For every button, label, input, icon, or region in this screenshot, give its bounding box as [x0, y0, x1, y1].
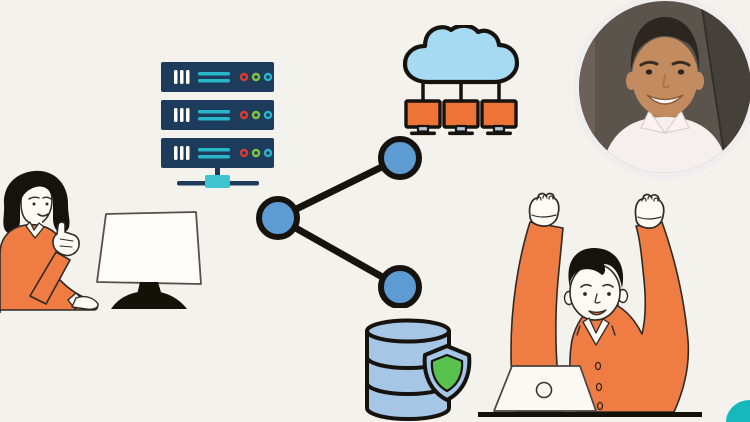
- celebrating-nose: [594, 293, 601, 304]
- celebrating-mouth: [588, 309, 607, 316]
- woman-hair-back: [3, 170, 70, 235]
- portrait-eyebrow: [671, 60, 691, 67]
- instructor-photo: [579, 1, 750, 173]
- portrait-background-light-edge: [579, 1, 595, 173]
- sweater-button: [596, 401, 604, 411]
- portrait-collar-right: [663, 109, 690, 134]
- portrait-person: [601, 17, 729, 173]
- security-shield-core: [430, 353, 464, 393]
- laptop-logo-circle: [535, 381, 553, 399]
- server-stand-pole: [215, 164, 220, 184]
- celebrating-hair: [568, 248, 624, 288]
- fist-knuckles: [641, 195, 659, 202]
- server-unit: [161, 62, 274, 92]
- celebrating-eye: [607, 292, 611, 296]
- woman-raised-forearm: [29, 251, 71, 305]
- portrait-eyebrow: [639, 60, 659, 67]
- network-node: [378, 136, 422, 180]
- laptop: [493, 365, 597, 412]
- woman-eye: [45, 202, 49, 206]
- celebrating-eye: [583, 292, 587, 296]
- woman-smile: [37, 213, 49, 217]
- thumbs-up-finger-lines: [59, 238, 74, 248]
- networked-monitor: [442, 99, 480, 136]
- sweater-button: [594, 361, 602, 371]
- woman-resting-hand: [71, 295, 99, 310]
- portrait-collar-left: [640, 109, 667, 134]
- portrait-panel-seam: [700, 1, 728, 173]
- sweater-button: [595, 382, 603, 392]
- monitor-stand-base: [111, 291, 187, 309]
- fist-thumb-line: [637, 216, 662, 220]
- portrait-hair: [630, 17, 700, 71]
- desk-line: [478, 412, 702, 417]
- corner-accent-shape: [726, 400, 750, 422]
- fist-thumb-line: [531, 214, 557, 218]
- node-link: [274, 154, 404, 222]
- portrait-background-panel: [701, 1, 750, 173]
- celebrating-collar: [582, 317, 610, 346]
- portrait-nose: [661, 74, 670, 89]
- desktop-monitor-screen: [96, 211, 202, 285]
- server-stand: [177, 164, 259, 188]
- portrait-eye: [645, 69, 653, 75]
- cloud-network-icon: [402, 25, 520, 136]
- server-unit: [161, 138, 274, 168]
- celebrating-eyebrow: [580, 283, 592, 288]
- celebrating-head: [563, 248, 629, 321]
- portrait-eye: [677, 69, 685, 75]
- network-node: [256, 196, 300, 240]
- server-unit: [161, 100, 274, 130]
- person-thumbs-up-illustration: [0, 170, 202, 313]
- sweater-stitch-lines: [576, 325, 616, 336]
- fist-knuckles: [536, 194, 554, 201]
- woman-eye: [32, 202, 36, 206]
- instructor-photo-ring: [573, 0, 750, 179]
- node-link: [274, 214, 404, 291]
- server-units: [161, 62, 274, 168]
- woman-eyebrow: [42, 196, 52, 200]
- person-celebrating-illustration: [478, 192, 702, 417]
- server-stand-hub: [205, 175, 230, 188]
- database-security-icon: [365, 318, 472, 421]
- network-node: [378, 265, 422, 308]
- woman-collar: [25, 221, 45, 239]
- cloud-shape: [402, 25, 520, 85]
- celebrating-eyebrow: [602, 283, 614, 288]
- network-nodes-icon: [256, 136, 422, 308]
- celebrating-torso-right-arm: [569, 221, 690, 413]
- portrait-smile: [646, 94, 684, 105]
- networked-monitor: [480, 99, 518, 136]
- thumbs-up-hand: [52, 221, 80, 257]
- raised-fist-right: [634, 193, 665, 229]
- portrait-shirt: [601, 117, 729, 173]
- instructor-portrait: [579, 1, 750, 173]
- networked-monitor: [404, 99, 442, 136]
- server-rack-icon: [161, 62, 274, 188]
- raised-fist-left: [528, 192, 560, 227]
- raised-fists: [528, 192, 665, 229]
- thumbs-up-woman: [0, 170, 99, 313]
- database-top: [365, 318, 451, 344]
- woman-hair-fringe: [19, 176, 55, 202]
- woman-eyebrow: [28, 196, 40, 200]
